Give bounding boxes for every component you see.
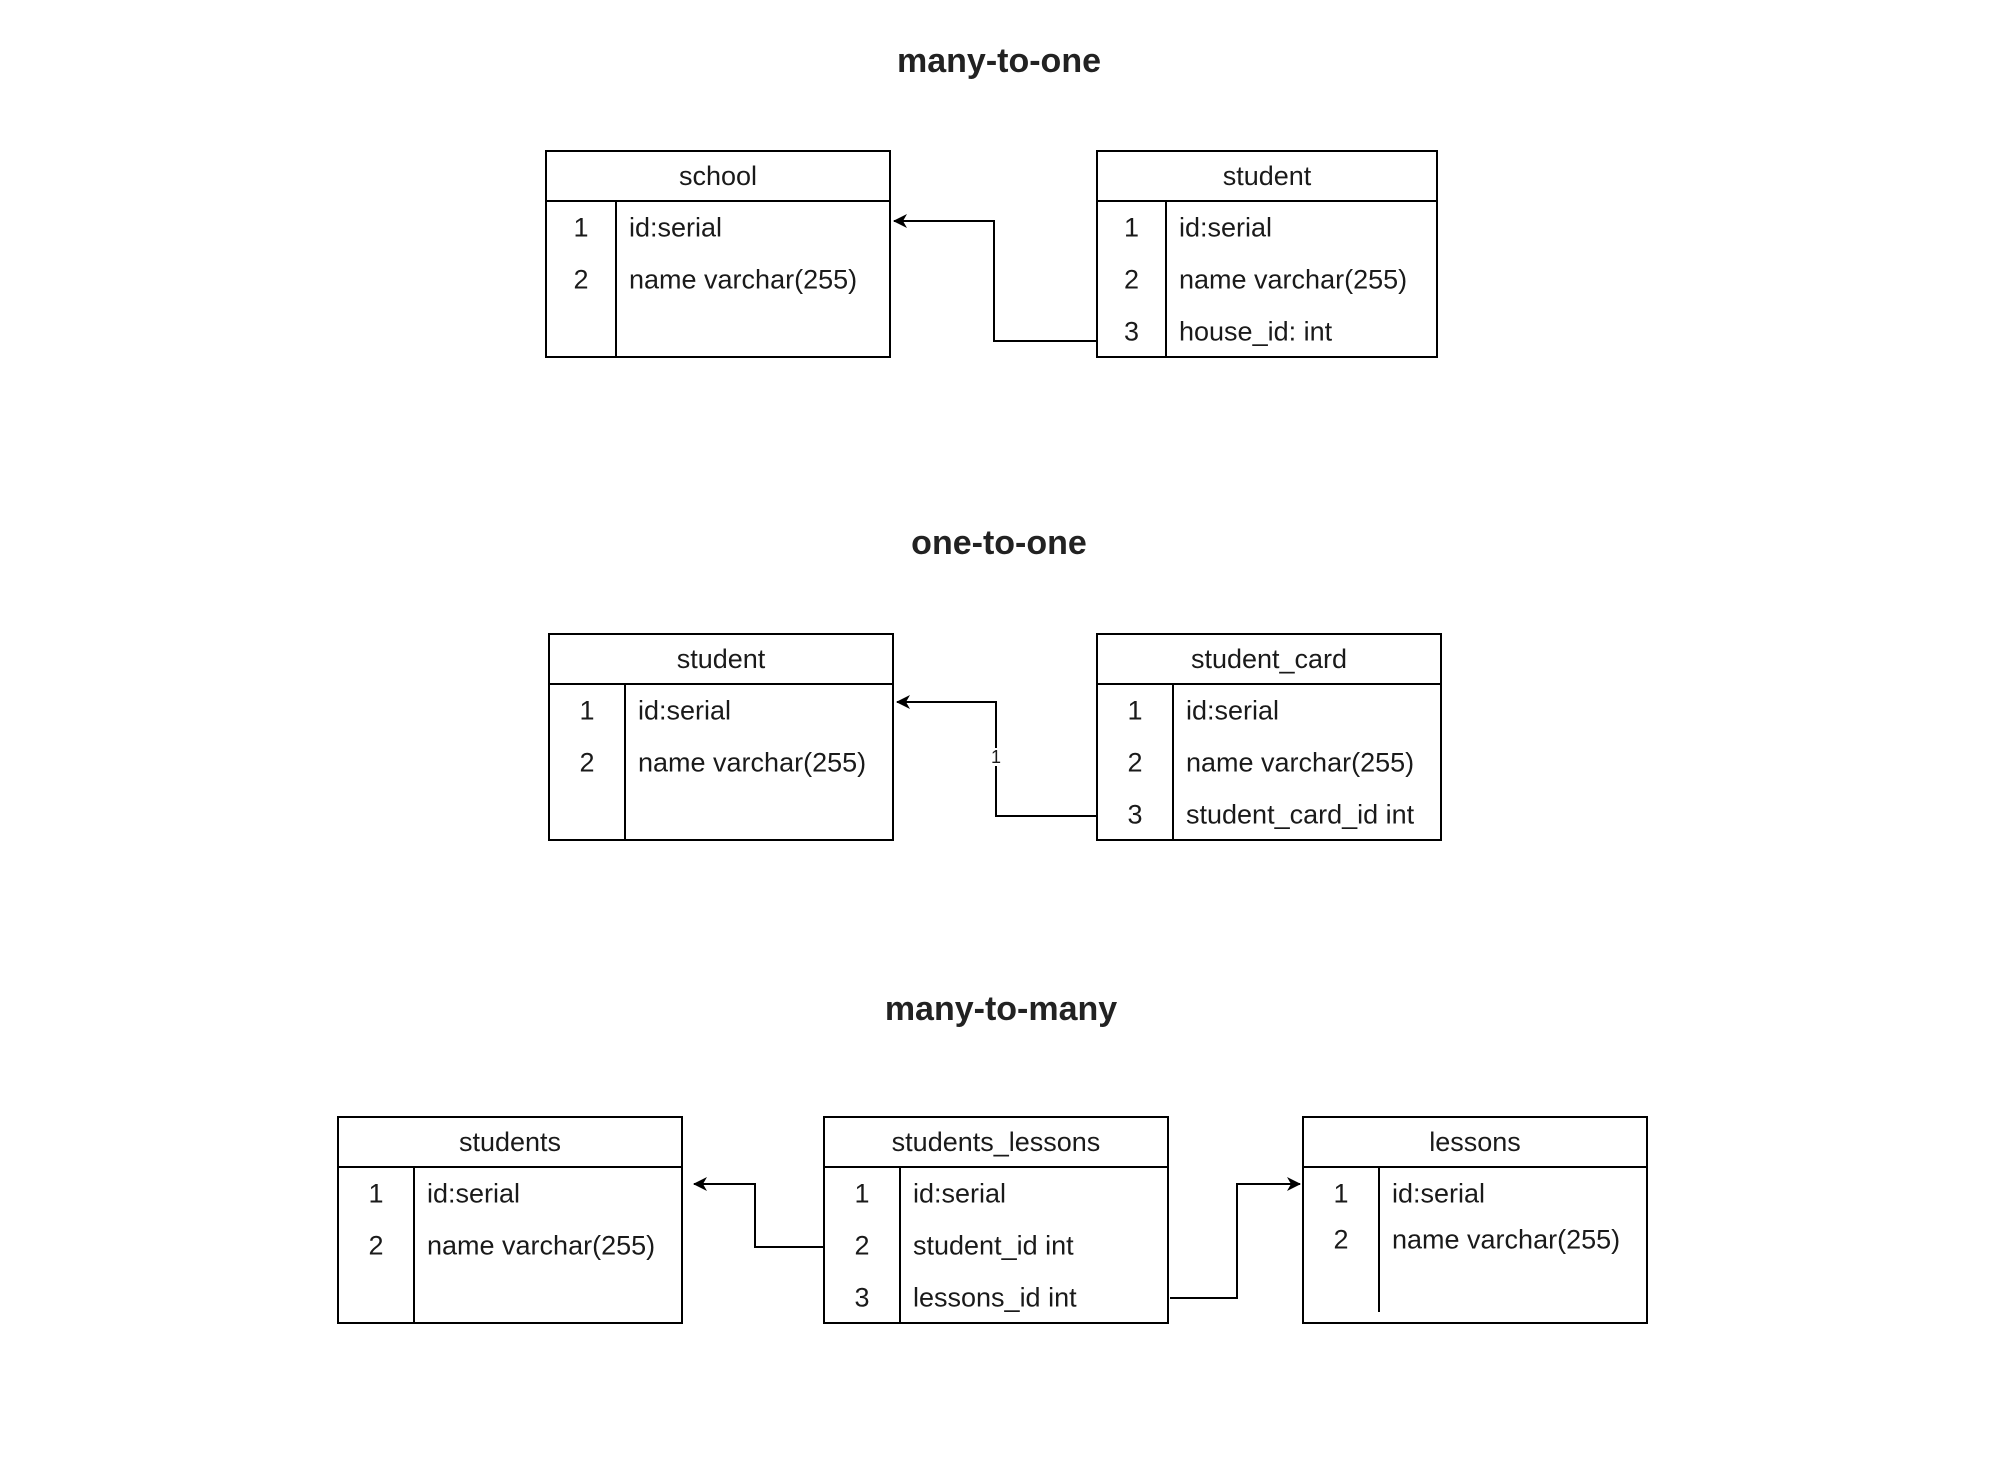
row-number: 1	[1127, 695, 1143, 726]
table-row: 2 name varchar(255)	[1098, 254, 1436, 306]
row-field: house_id: int	[1179, 316, 1333, 347]
section-title-one-to-one: one-to-one	[911, 524, 1087, 562]
row-field: student_id int	[913, 1230, 1074, 1261]
row-number: 3	[1123, 316, 1140, 347]
table-students[interactable]: students 1 id:serial 2 name varchar(255)	[337, 1116, 683, 1324]
table-header: student_card	[1098, 635, 1440, 685]
table-header: students_lessons	[825, 1118, 1167, 1168]
table-row: 2 name varchar(255)	[547, 254, 889, 306]
table-lessons[interactable]: lessons 1 id:serial 2 name varchar(255)	[1302, 1116, 1648, 1324]
column-divider	[413, 1168, 415, 1322]
row-number: 2	[1123, 264, 1140, 295]
table-row: 1 id:serial	[1098, 202, 1436, 254]
row-field: name varchar(255)	[427, 1230, 656, 1261]
table-row: 2 name varchar(255)	[1304, 1214, 1646, 1266]
section-title-many-to-one: many-to-one	[897, 42, 1101, 80]
row-number: 1	[368, 1178, 384, 1209]
table-header: lessons	[1304, 1118, 1646, 1168]
table-row: 1 id:serial	[547, 202, 889, 254]
table-row: 1 id:serial	[550, 685, 892, 737]
column-divider	[1165, 202, 1167, 356]
column-divider	[624, 685, 626, 839]
row-field: id:serial	[1392, 1178, 1486, 1209]
table-row: 1 id:serial	[339, 1168, 681, 1220]
connector-students-lessons-to-lessons	[1170, 1177, 1301, 1299]
row-field: id:serial	[427, 1178, 521, 1209]
connector-students-lessons-to-students	[693, 1177, 825, 1248]
row-number: 1	[854, 1178, 870, 1209]
row-number: 2	[573, 264, 589, 295]
row-field: id:serial	[1179, 212, 1273, 243]
table-row: 1 id:serial	[1098, 685, 1440, 737]
row-field: name varchar(255)	[629, 264, 858, 295]
table-row: 3 lessons_id int	[825, 1272, 1167, 1324]
row-number: 1	[579, 695, 595, 726]
table-student[interactable]: student 1 id:serial 2 name varchar(255)	[548, 633, 894, 841]
row-number: 3	[1127, 799, 1143, 830]
row-field: name varchar(255)	[1186, 747, 1415, 778]
row-field: lessons_id int	[913, 1282, 1077, 1313]
row-number: 2	[579, 747, 595, 778]
table-row: 2 student_id int	[825, 1220, 1167, 1272]
table-row: 1 id:serial	[825, 1168, 1167, 1220]
section-title-many-to-many: many-to-many	[884, 990, 1118, 1028]
row-field: name varchar(255)	[1179, 264, 1408, 295]
row-number: 2	[854, 1230, 870, 1261]
row-field: student_card_id int	[1186, 799, 1415, 830]
column-divider	[1378, 1168, 1380, 1312]
edge-label: 1	[990, 747, 1002, 767]
row-field: name varchar(255)	[1392, 1224, 1621, 1255]
table-row: 2 name varchar(255)	[550, 737, 892, 789]
table-row: 3 house_id: int	[1098, 306, 1436, 358]
row-number: 1	[1123, 212, 1140, 243]
row-number: 3	[854, 1282, 870, 1313]
table-row: 1 id:serial	[1304, 1168, 1646, 1220]
column-divider	[1172, 685, 1174, 839]
table-header: student	[1098, 152, 1436, 202]
row-number: 2	[368, 1230, 384, 1261]
row-field: name varchar(255)	[638, 747, 867, 778]
column-divider	[899, 1168, 901, 1322]
table-header: students	[339, 1118, 681, 1168]
table-header: student	[550, 635, 892, 685]
row-field: id:serial	[629, 212, 723, 243]
table-row: 3 student_card_id int	[1098, 789, 1440, 841]
row-number: 1	[573, 212, 589, 243]
table-school[interactable]: school 1 id:serial 2 name varchar(255)	[545, 150, 891, 358]
row-number: 1	[1333, 1178, 1349, 1209]
table-row: 2 name varchar(255)	[339, 1220, 681, 1272]
row-field: id:serial	[1186, 695, 1280, 726]
table-row: 2 name varchar(255)	[1098, 737, 1440, 789]
table-student-card[interactable]: student_card 1 id:serial 2 name varchar(…	[1096, 633, 1442, 841]
row-number: 2	[1333, 1224, 1349, 1255]
table-student[interactable]: student 1 id:serial 2 name varchar(255) …	[1096, 150, 1438, 358]
row-number: 2	[1127, 747, 1143, 778]
column-divider	[615, 202, 617, 356]
row-field: id:serial	[638, 695, 732, 726]
row-field: id:serial	[913, 1178, 1007, 1209]
table-students-lessons[interactable]: students_lessons 1 id:serial 2 student_i…	[823, 1116, 1169, 1324]
connector-student-to-school	[893, 214, 1098, 342]
table-header: school	[547, 152, 889, 202]
